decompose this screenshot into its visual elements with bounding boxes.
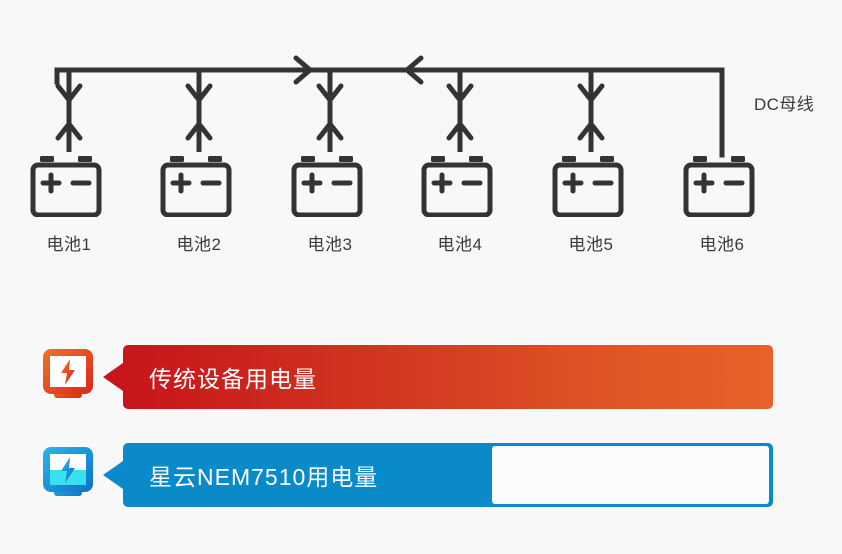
bar-row-legacy: 传统设备用电量 bbox=[0, 345, 842, 409]
bar-label-legacy: 传统设备用电量 bbox=[149, 366, 317, 392]
bus-flow-arrow-left bbox=[404, 55, 424, 85]
bus-flow-arrow-right bbox=[293, 55, 313, 85]
battery-icon bbox=[421, 156, 493, 218]
bar-legacy[interactable]: 传统设备用电量 bbox=[123, 345, 773, 409]
battery-cell-1[interactable]: 电池1 bbox=[9, 155, 129, 255]
device-power-blue-icon bbox=[43, 447, 93, 496]
dc-bus-line bbox=[54, 67, 725, 85]
bus-branch-1 bbox=[55, 70, 83, 152]
battery-label: 电池3 bbox=[307, 235, 353, 254]
bus-branch-5 bbox=[577, 70, 605, 152]
battery-icon bbox=[30, 156, 102, 218]
bar-pointer-nem7510 bbox=[103, 461, 123, 489]
bar-nem7510[interactable]: 星云NEM7510用电量 bbox=[123, 443, 773, 507]
dc-bus-schematic bbox=[54, 55, 725, 158]
battery-cell-4[interactable]: 电池4 bbox=[400, 155, 520, 255]
battery-row: 电池1 电池2 电池3 bbox=[0, 155, 842, 275]
bar-label-nem7510: 星云NEM7510用电量 bbox=[149, 464, 379, 490]
bus-branch-3 bbox=[316, 70, 344, 152]
battery-label: 电池4 bbox=[437, 235, 483, 254]
battery-icon bbox=[552, 156, 624, 218]
battery-label: 电池2 bbox=[176, 235, 222, 254]
bar-savings-region-nem7510 bbox=[492, 446, 769, 504]
bus-branch-2 bbox=[185, 70, 213, 152]
battery-cell-6[interactable]: 电池6 bbox=[662, 155, 782, 255]
bar-row-nem7510: 星云NEM7510用电量 bbox=[0, 443, 842, 507]
bus-branch-4 bbox=[446, 70, 474, 152]
battery-icon bbox=[160, 156, 232, 218]
bar-pointer-legacy bbox=[103, 363, 123, 391]
device-power-red-icon bbox=[43, 349, 93, 398]
battery-label: 电池6 bbox=[699, 235, 745, 254]
battery-cell-3[interactable]: 电池3 bbox=[270, 155, 390, 255]
battery-label: 电池1 bbox=[46, 235, 92, 254]
bar-fill-legacy bbox=[123, 345, 773, 409]
battery-icon bbox=[683, 156, 755, 218]
battery-label: 电池5 bbox=[568, 235, 614, 254]
dc-bus-label: DC母线 bbox=[754, 95, 815, 114]
battery-cell-5[interactable]: 电池5 bbox=[531, 155, 651, 255]
battery-icon bbox=[291, 156, 363, 218]
battery-cell-2[interactable]: 电池2 bbox=[139, 155, 259, 255]
